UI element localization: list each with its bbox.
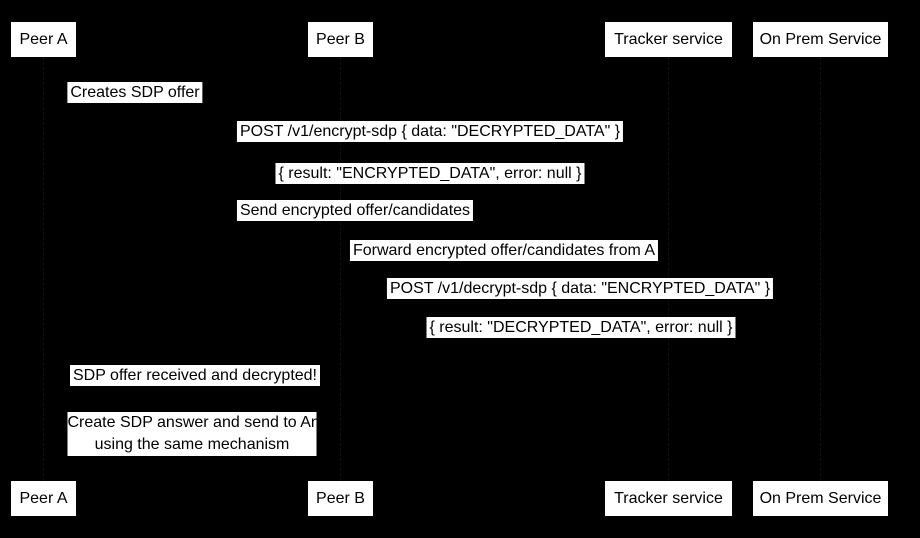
participant-peer-a-bottom: Peer A <box>11 481 76 516</box>
lifeline-tracker-service <box>668 57 669 481</box>
message-decrypt-result: { result: "DECRYPTED_DATA", error: null … <box>426 317 736 338</box>
lifeline-peer-a <box>43 57 44 481</box>
note-create-sdp-answer: Create SDP answer and send to An using t… <box>67 412 320 456</box>
message-sdp-offer-received: SDP offer received and decrypted! <box>70 365 320 386</box>
participant-tracker-service-top: Tracker service <box>605 22 732 57</box>
message-encrypt-result: { result: "ENCRYPTED_DATA", error: null … <box>275 163 585 184</box>
lifeline-on-prem-service <box>820 57 821 481</box>
lifeline-peer-b <box>340 57 341 481</box>
participant-on-prem-service-bottom: On Prem Service <box>753 481 888 516</box>
message-post-encrypt-sdp: POST /v1/encrypt-sdp { data: "DECRYPTED_… <box>236 121 624 142</box>
message-creates-sdp-offer: Creates SDP offer <box>67 82 203 103</box>
participant-peer-a-top: Peer A <box>11 22 76 57</box>
participant-tracker-service-bottom: Tracker service <box>605 481 732 516</box>
note-line-1: Create SDP answer and send to An <box>67 414 320 431</box>
note-line-2: using the same mechanism <box>94 436 290 453</box>
message-post-decrypt-sdp: POST /v1/decrypt-sdp { data: "ENCRYPTED_… <box>386 278 774 299</box>
participant-peer-b-bottom: Peer B <box>308 481 373 516</box>
participant-peer-b-top: Peer B <box>308 22 373 57</box>
message-send-encrypted-offer: Send encrypted offer/candidates <box>236 200 474 221</box>
participant-on-prem-service-top: On Prem Service <box>753 22 888 57</box>
message-forward-encrypted-offer: Forward encrypted offer/candidates from … <box>349 240 659 261</box>
